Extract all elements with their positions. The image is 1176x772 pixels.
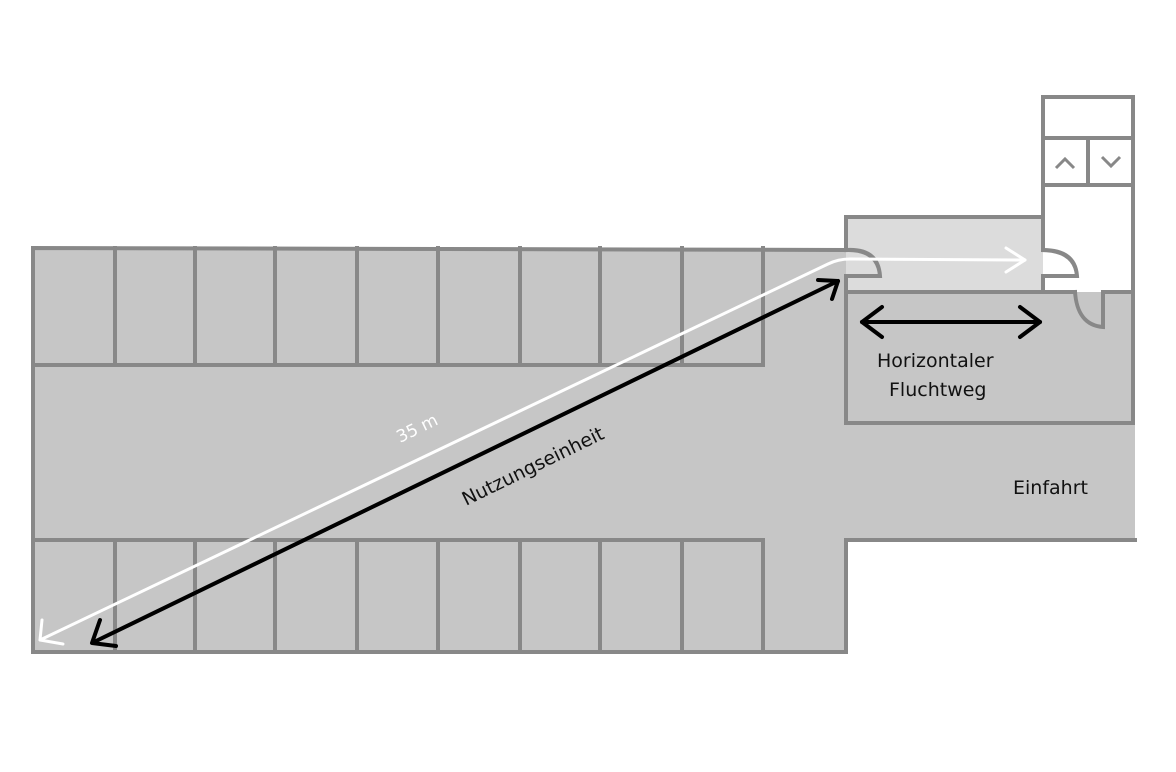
lobby-corridor <box>846 217 1043 292</box>
chevron-up-icon <box>1054 156 1076 170</box>
stairwell <box>1041 95 1135 294</box>
entrance-label: Einfahrt <box>1013 477 1088 499</box>
escape-route-label-line1: Horizontaler <box>877 350 994 372</box>
escape-route-label-line2: Fluchtweg <box>889 379 986 401</box>
door-escape-room-stair <box>1072 289 1105 330</box>
horizontal-escape-arrow <box>860 305 1042 339</box>
entrance-floor <box>846 423 1135 540</box>
chevron-down-icon <box>1100 155 1122 169</box>
parking-stalls <box>113 246 765 654</box>
usage-unit-arrow <box>90 278 840 648</box>
door-garage-lobby <box>843 247 883 278</box>
stairwell-floor <box>1043 97 1133 292</box>
escape-room-walls <box>844 215 1135 425</box>
escape-room-floor <box>846 292 1133 423</box>
escape-path-arrow <box>38 246 1027 646</box>
door-lobby-stair <box>1040 247 1080 278</box>
